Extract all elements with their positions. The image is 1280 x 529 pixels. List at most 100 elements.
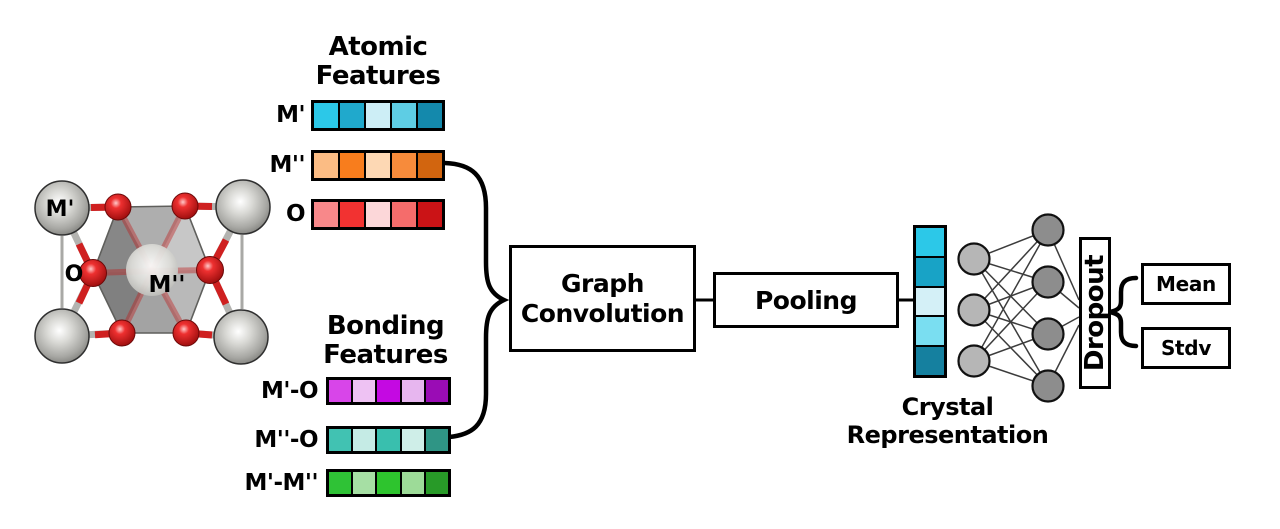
center-metal-atom xyxy=(126,244,178,296)
label-line: Crystal xyxy=(901,393,994,421)
metal-atom xyxy=(213,309,269,365)
row-label-m-doubleprime-o: M''-O xyxy=(254,427,318,453)
feature-row-m-prime-m-doubleprime xyxy=(326,469,451,497)
title-line: Features xyxy=(315,61,441,91)
feature-cell xyxy=(376,379,401,403)
oxygen-label: O xyxy=(65,262,84,287)
feature-cell xyxy=(391,102,417,129)
crystal-representation-label: Crystal Representation xyxy=(815,393,1080,449)
network-node xyxy=(957,242,991,276)
network-node xyxy=(1031,369,1065,403)
feature-cell xyxy=(391,152,417,179)
feature-cell xyxy=(328,379,353,403)
metal-atom xyxy=(34,308,90,364)
title-line: Bonding xyxy=(326,311,445,341)
feature-cell xyxy=(400,428,425,452)
network-node xyxy=(957,293,991,327)
row-label-m-prime: M' xyxy=(276,102,305,128)
feature-cell xyxy=(352,428,377,452)
feature-cell xyxy=(313,201,339,228)
metal-atom xyxy=(215,179,271,235)
cell-edges xyxy=(60,235,244,309)
feature-cell xyxy=(352,471,377,495)
feature-cell xyxy=(424,428,450,452)
feature-cell xyxy=(339,102,365,129)
network-node xyxy=(957,344,991,378)
oxygen-atom xyxy=(196,256,224,284)
feature-cell xyxy=(400,471,425,495)
oxygen-atom xyxy=(172,319,200,347)
feature-cell xyxy=(328,428,353,452)
feature-cell xyxy=(376,471,401,495)
feature-row-m-doubleprime-o xyxy=(326,426,451,454)
oxygen-atom xyxy=(108,319,136,347)
feature-cell xyxy=(417,201,443,228)
feature-cell xyxy=(365,201,391,228)
feature-cell xyxy=(915,286,945,317)
row-label-m-prime-o: M'-O xyxy=(260,378,319,404)
feature-cell xyxy=(391,201,417,228)
feature-cell xyxy=(352,379,377,403)
feature-cell xyxy=(915,346,945,376)
feature-cell xyxy=(400,379,425,403)
feature-cell xyxy=(339,201,365,228)
row-label-m-doubleprime: M'' xyxy=(269,152,306,178)
feature-cell xyxy=(424,379,450,403)
output-brace xyxy=(1109,275,1139,349)
pooling-label: Pooling xyxy=(754,285,858,315)
oxygen-atom xyxy=(104,193,132,221)
features-brace xyxy=(442,160,510,440)
bonding-features-title: Bonding Features xyxy=(293,312,478,370)
feature-cell xyxy=(339,152,365,179)
atomic-features-title: Atomic Features xyxy=(283,33,473,91)
network-input-layer xyxy=(957,242,991,378)
mean-box: Mean xyxy=(1141,263,1231,305)
network-hidden-layer xyxy=(1031,213,1065,403)
feature-cell xyxy=(424,471,450,495)
feature-cell xyxy=(915,316,945,347)
feature-cell xyxy=(365,102,391,129)
corner-atom-label: M' xyxy=(46,197,75,222)
feature-cell xyxy=(313,102,339,129)
feature-cell xyxy=(365,152,391,179)
oxygen-atoms xyxy=(79,192,224,347)
dropout-box: Dropout xyxy=(1079,237,1111,389)
feature-cell xyxy=(376,428,401,452)
feature-row-m-doubleprime xyxy=(311,150,445,181)
graph-convolution-label-line: Convolution xyxy=(520,298,685,328)
octahedron xyxy=(92,204,211,335)
center-atom-label: M'' xyxy=(149,272,186,298)
oxygen-atom xyxy=(79,259,107,287)
row-label-o: O xyxy=(285,201,306,227)
row-label-m-prime-m-doubleprime: M'-M'' xyxy=(244,470,319,496)
feature-cell xyxy=(328,471,353,495)
metal-corner-atoms xyxy=(34,179,271,365)
graph-convolution-box: Graph Convolution xyxy=(509,245,696,352)
feature-cell xyxy=(417,152,443,179)
network-node xyxy=(1031,213,1065,247)
feature-row-m-prime-o xyxy=(326,377,451,405)
crystal-representation-column xyxy=(913,225,947,378)
feature-row-o xyxy=(311,199,445,230)
feature-cell xyxy=(915,256,945,287)
network-node xyxy=(1031,265,1065,299)
title-line: Features xyxy=(323,340,448,370)
feature-row-m-prime xyxy=(311,100,445,131)
oxygen-atom xyxy=(171,192,199,220)
mean-label: Mean xyxy=(1155,272,1216,296)
title-line: Atomic xyxy=(328,32,428,62)
stdv-box: Stdv xyxy=(1141,327,1231,369)
label-line: Representation xyxy=(846,421,1049,449)
dropout-label: Dropout xyxy=(1080,254,1110,372)
crystal-structure-figure: M' O M'' xyxy=(34,179,271,365)
feature-cell xyxy=(417,102,443,129)
feature-cell xyxy=(313,152,339,179)
stdv-label: Stdv xyxy=(1160,336,1212,360)
pooling-box: Pooling xyxy=(713,272,899,328)
graph-convolution-label-line: Graph xyxy=(561,268,644,298)
structure-labels: M' O M'' xyxy=(46,197,186,298)
network-node xyxy=(1031,317,1065,351)
metal-atom xyxy=(34,180,90,236)
